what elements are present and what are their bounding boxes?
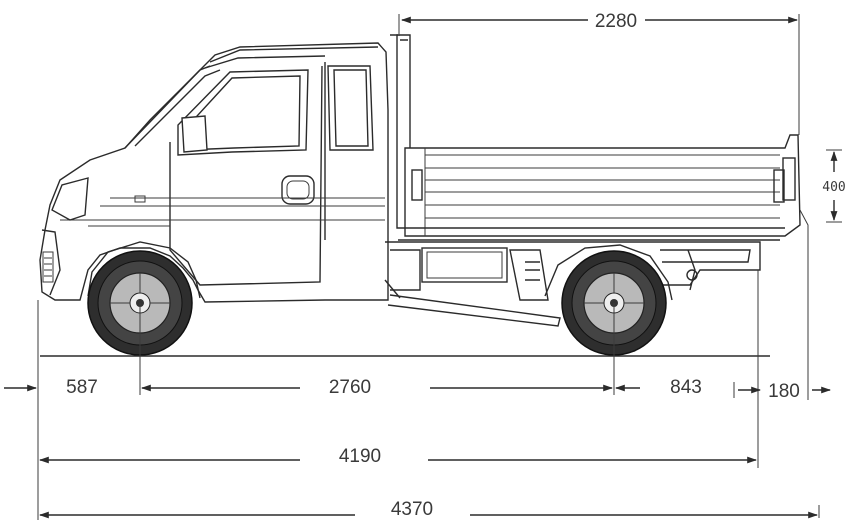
dim-wheelbase: 2760 [141, 377, 613, 398]
cab-outline [39, 42, 389, 303]
fuel-tank [421, 247, 508, 283]
headlight [51, 177, 89, 221]
dim-rear-extension: 180 [733, 381, 831, 402]
cab-rear-window [327, 65, 374, 151]
dim-label-2280: 2280 [595, 11, 637, 32]
chassis-frame [385, 241, 761, 286]
dim-body-length: 4190 [39, 446, 757, 467]
door-handle [281, 175, 315, 205]
bed-hinge-front [411, 169, 423, 201]
dim-label-4190: 4190 [339, 446, 381, 467]
dim-rear-overhang: 843 [615, 377, 702, 398]
cargo-bed [404, 134, 801, 237]
cab-door [169, 65, 323, 286]
bed-hinge-rear [773, 169, 785, 203]
side-mirror [181, 115, 208, 153]
dim-overall-length: 4370 [39, 499, 818, 520]
dim-label-843: 843 [670, 377, 702, 398]
dim-label-400: 400 [822, 180, 845, 195]
dim-label-2760: 2760 [329, 377, 371, 398]
truck-illustration [39, 34, 809, 356]
dim-label-4370: 4370 [391, 499, 433, 520]
dim-cargo-bed-length: 2280 [401, 11, 798, 32]
dim-side-wall-height: 400 [822, 149, 846, 223]
dim-label-587: 587 [66, 377, 98, 398]
dim-label-180: 180 [768, 381, 800, 402]
dim-front-overhang: 587 [4, 377, 98, 398]
front-bumper [41, 229, 61, 296]
cab-side-window [177, 69, 309, 156]
